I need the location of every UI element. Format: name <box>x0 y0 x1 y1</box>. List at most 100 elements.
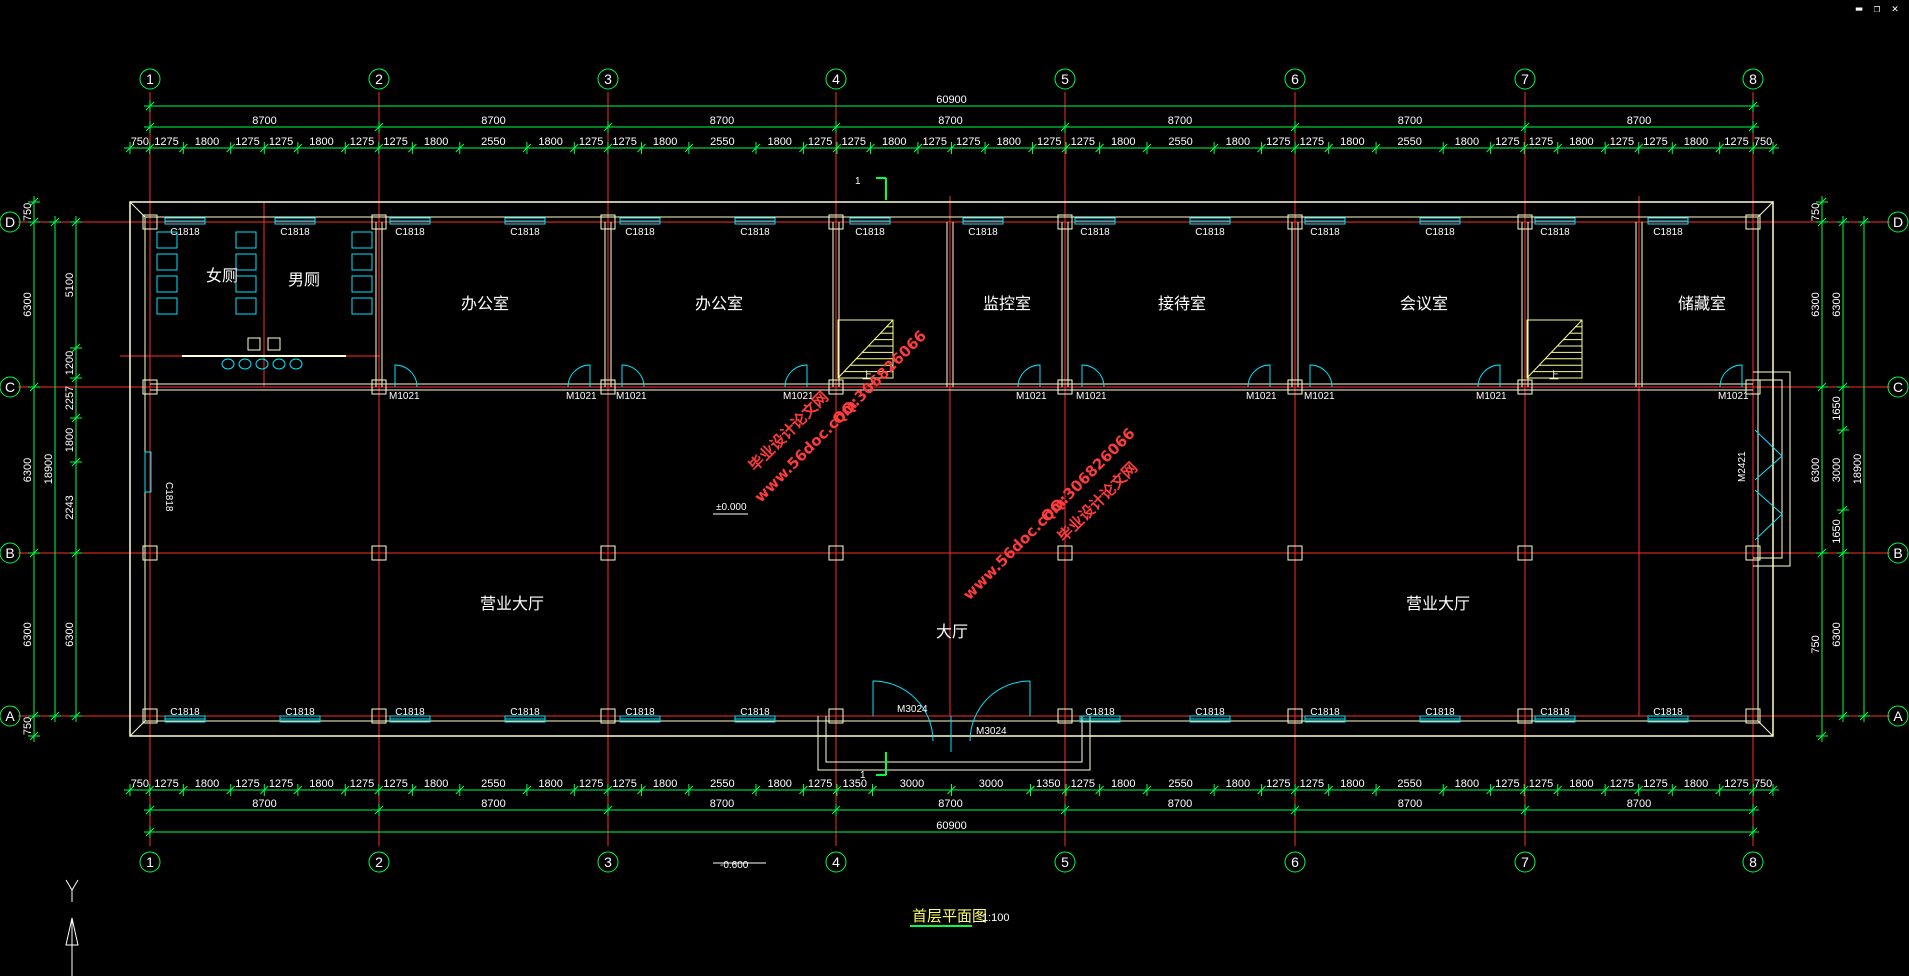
column <box>371 214 387 230</box>
toilet-stall <box>235 275 257 293</box>
toilet-stall <box>235 297 257 315</box>
main-door <box>872 680 934 742</box>
room-label-hall: 大厅 <box>936 622 968 641</box>
door-tag-main-1: M3024 <box>897 704 928 715</box>
stair-up-label-1: 上 <box>862 370 872 382</box>
dim-detail-bottom-label: 2550 <box>481 778 505 790</box>
toilet-stall <box>235 253 257 271</box>
ground-level-mark: -0.600 <box>720 860 749 871</box>
dim-detail-top-label: 1800 <box>1340 136 1364 148</box>
room-label-reception: 接待室 <box>1158 294 1206 313</box>
dim-detail-top-label: 1275 <box>1529 136 1553 148</box>
axis-bubble-label: C <box>5 379 15 395</box>
dim-detail-top-label: 1275 <box>1071 136 1095 148</box>
door <box>1247 364 1271 388</box>
dim-bay-bottom-label: 8700 <box>710 798 734 810</box>
side-vestibule <box>1753 379 1783 559</box>
axis-lines <box>18 92 1890 846</box>
ucs-icon <box>65 879 79 976</box>
dim-detail-top-label: 2550 <box>1168 136 1192 148</box>
toilet-stall <box>156 275 178 293</box>
dim-detail-top-label: 1275 <box>1610 136 1634 148</box>
dim-detail-top-label: 1800 <box>882 136 906 148</box>
column <box>828 708 844 724</box>
axis-bubble <box>0 542 21 564</box>
dim-detail-top-label: 1800 <box>1684 136 1708 148</box>
dim-detail-bottom-label: 1800 <box>767 778 791 790</box>
dim-detail-bottom-label: 1800 <box>1684 778 1708 790</box>
door-tag: M1021 <box>1718 391 1749 402</box>
dim-left-inner-label: 2243 <box>64 495 76 519</box>
restore-icon[interactable]: ❐ <box>1873 2 1881 15</box>
close-icon[interactable]: ✕ <box>1891 2 1899 15</box>
column <box>1057 214 1073 230</box>
dim-detail-bottom-label: 1275 <box>269 778 293 790</box>
column <box>1745 379 1761 395</box>
axis-bubble-label: B <box>1893 545 1902 561</box>
column <box>600 214 616 230</box>
minimize-icon[interactable]: ▬ <box>1855 2 1863 15</box>
axis-bubble-label: 4 <box>832 854 840 870</box>
dim-bay-bottom-label: 8700 <box>1168 798 1192 810</box>
dim-detail-bottom-label: 1275 <box>154 778 178 790</box>
window-tag: C1818 <box>1653 227 1683 238</box>
door <box>567 364 591 388</box>
structural-columns <box>142 214 1761 724</box>
axis-bubble <box>1887 211 1909 233</box>
dim-detail-bottom-label: 750 <box>131 778 149 790</box>
window-tag: C1818 <box>968 227 998 238</box>
axis-bubble-label: 3 <box>604 71 612 87</box>
dim-left-inner-label: 1800 <box>64 428 76 452</box>
dim-detail-top-label: 1800 <box>997 136 1021 148</box>
drawing-scale: 1:100 <box>982 912 1010 924</box>
dim-detail-top-label: 1275 <box>956 136 980 148</box>
dim-detail-bottom-label: 1275 <box>612 778 636 790</box>
dim-right-inner-label: 6300 <box>1831 622 1843 646</box>
dim-left-inner-label: 2257 <box>64 386 76 410</box>
dim-detail-bottom-label: 1350 <box>1036 778 1060 790</box>
room-label-hall-left: 营业大厅 <box>480 594 544 613</box>
stair <box>837 319 894 379</box>
column <box>1517 708 1533 724</box>
column <box>1745 545 1761 561</box>
column <box>142 708 158 724</box>
axis-bubble <box>1054 851 1076 873</box>
dim-bay-top-label: 8700 <box>938 115 962 127</box>
column <box>600 379 616 395</box>
window-tag: C1818 <box>1425 227 1455 238</box>
dim-detail-top-label: 1275 <box>1266 136 1290 148</box>
section-mark <box>876 177 887 200</box>
dim-detail-top-label: 1275 <box>383 136 407 148</box>
dim-detail-bottom-label: 1800 <box>195 778 219 790</box>
axis-bubble-label: 5 <box>1061 854 1069 870</box>
dim-detail-top-label: 1275 <box>579 136 603 148</box>
watermark-2: 毕业设计论文网 www.56doc.com QQ:306826066 <box>959 424 1141 603</box>
dim-detail-top-label: 1275 <box>350 136 374 148</box>
dim-detail-top-label: 1275 <box>269 136 293 148</box>
dim-detail-bottom-label: 3000 <box>979 778 1003 790</box>
dim-detail-top-label: 1275 <box>1643 136 1667 148</box>
axis-bubble <box>597 68 619 90</box>
toilet-stall <box>351 253 373 271</box>
dim-left-outer-label: 6300 <box>22 458 34 482</box>
axis-bubble <box>368 68 390 90</box>
dim-detail-bottom-label: 1275 <box>1724 778 1748 790</box>
window-tag: C1818 <box>395 707 425 718</box>
axis-bubble <box>597 851 619 873</box>
dim-left-total-label: 18900 <box>43 454 55 485</box>
window-tag: C1818 <box>1085 707 1115 718</box>
window-tag: C1818 <box>1540 707 1570 718</box>
door <box>1017 364 1041 388</box>
window-tag: C1818 <box>1310 227 1340 238</box>
column <box>600 708 616 724</box>
dim-detail-bottom-label: 1800 <box>653 778 677 790</box>
door-tag: M1021 <box>1304 391 1335 402</box>
main-door <box>969 680 1031 742</box>
dim-detail-bottom-label: 1800 <box>538 778 562 790</box>
dim-detail-bottom-label: 1275 <box>1610 778 1634 790</box>
column <box>1057 545 1073 561</box>
dim-detail-top-label: 1800 <box>1226 136 1250 148</box>
